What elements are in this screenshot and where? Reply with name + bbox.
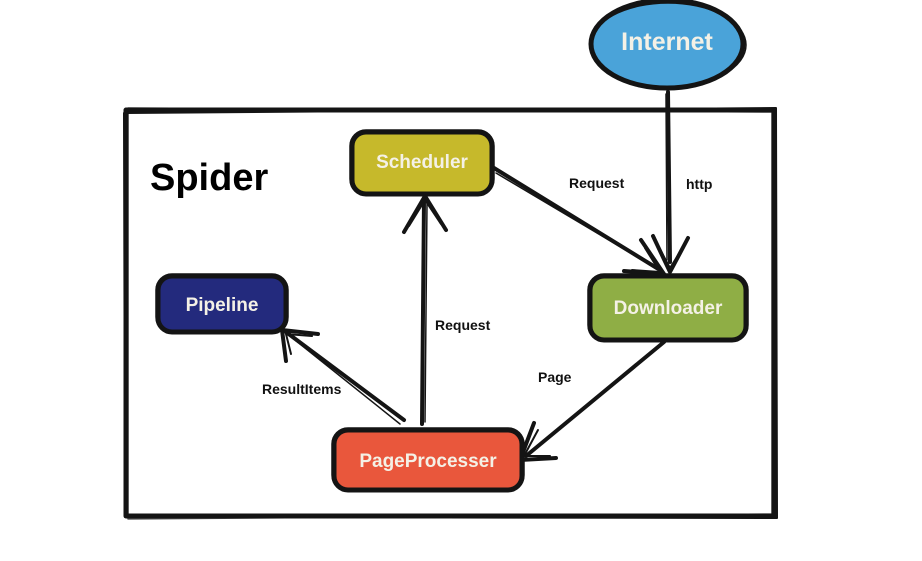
edge-label-scheduler-request: Request <box>569 175 625 191</box>
node-label-downloader: Downloader <box>614 298 723 319</box>
node-internet: Internet <box>588 0 747 91</box>
node-pageprocesser: PageProcesser <box>331 427 525 493</box>
node-label-internet: Internet <box>621 28 713 56</box>
edge-label-http: http <box>686 176 712 192</box>
edge-label-page: Page <box>538 369 572 385</box>
node-downloader: Downloader <box>587 273 749 343</box>
edge-internet-to-downloader <box>651 90 690 274</box>
spider-title: Spider <box>150 157 268 199</box>
edge-label-resultitems: ResultItems <box>262 381 342 397</box>
node-scheduler: Scheduler <box>349 129 495 197</box>
edge-pageprocesser-to-scheduler <box>402 194 448 426</box>
edge-downloader-to-pageprocesser <box>518 340 666 462</box>
node-pipeline: Pipeline <box>155 273 289 335</box>
edge-label-processer-request: Request <box>435 317 491 333</box>
edge-pageprocesser-to-pipeline <box>280 328 406 425</box>
spider-container <box>123 107 778 520</box>
node-label-pageprocesser: PageProcesser <box>359 451 497 472</box>
node-label-scheduler: Scheduler <box>376 152 468 173</box>
node-label-pipeline: Pipeline <box>186 295 259 316</box>
